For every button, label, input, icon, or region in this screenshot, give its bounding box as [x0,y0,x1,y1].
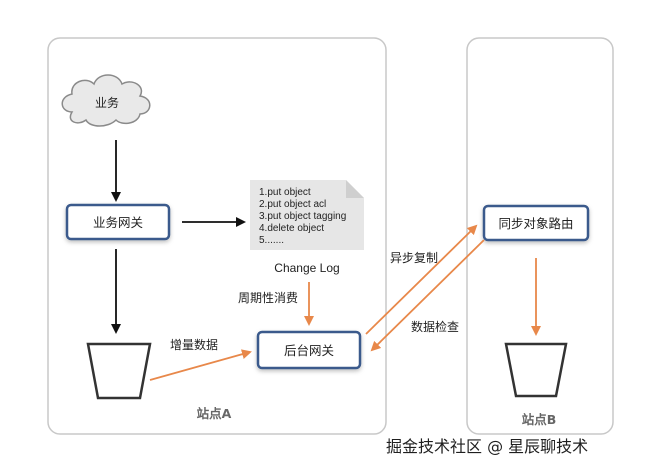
change-log-line: 5....... [259,235,284,246]
change-log-fold [346,180,364,198]
arrow-async-copy [365,224,478,335]
watermark: 掘金技术社区 @ 星辰聊技术 [386,437,589,456]
sync-router-box [482,204,590,242]
arrow-bucket-to-backend [149,349,252,381]
gateway-label: 业务网关 [93,215,143,230]
edge-label-async-copy: 异步复制 [390,251,438,265]
change-log-line: 2.put object acl [259,199,326,210]
business-label: 业务 [95,95,119,110]
sync-router-label: 同步对象路由 [498,216,573,231]
change-log-document [250,180,364,250]
backend-gateway-box [256,330,362,370]
cloud-icon [61,74,151,127]
bucket-a-icon [86,342,152,400]
edge-label-incremental: 增量数据 [170,337,218,352]
edge-label-data-check: 数据检查 [411,319,459,334]
bucket-b-icon [504,342,568,398]
arrow-data-check [370,239,485,352]
change-log-line: 1.put object [259,187,311,198]
site-a-label: 站点A [197,406,232,421]
change-log-lines: 1.put object 2.put object acl 3.put obje… [259,187,346,246]
change-log-line: 3.put object tagging [259,211,346,222]
change-log-line: 4.delete object [259,223,324,234]
backend-gateway-label: 后台网关 [284,343,334,358]
gateway-box [65,203,171,241]
site-b-label: 站点B [522,412,557,427]
change-log-title: Change Log [274,261,339,275]
edge-label-periodic: 周期性消费 [238,291,298,305]
